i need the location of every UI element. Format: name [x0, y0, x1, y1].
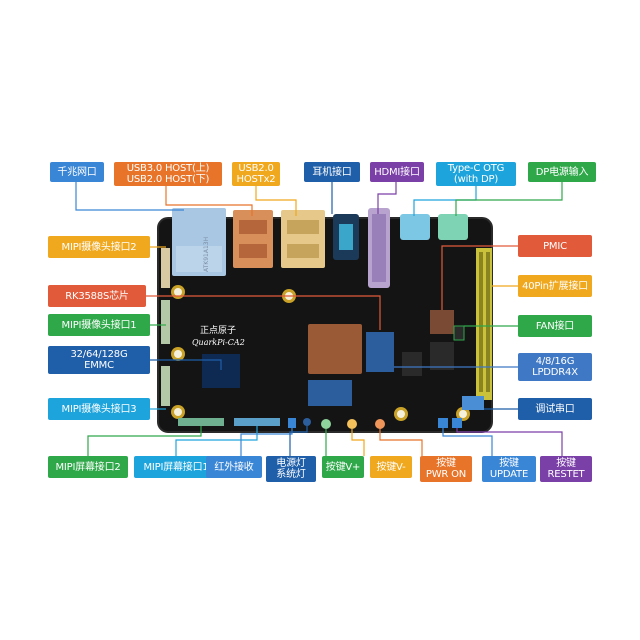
label-lpddr4x: 4/8/16G LPDDR4X [518, 353, 592, 381]
eth-marking: ATK91A13H [203, 237, 210, 272]
dc-power-port [438, 214, 468, 240]
board-model: QuarkPi-CA2 [192, 338, 245, 347]
board-brand: 正点原子 [200, 325, 236, 336]
leader-lines [75, 182, 563, 456]
camera-connector-3 [161, 366, 170, 406]
btn-vminus [347, 419, 357, 429]
fan-connector [453, 325, 465, 341]
label-pmic: PMIC [518, 235, 592, 257]
label-mipi-lcd-1: MIPI屏幕接口1 [134, 456, 218, 478]
lpddr-chip-1 [366, 332, 394, 372]
mounting-holes [171, 285, 470, 421]
label-key-vminus: 按键V- [370, 456, 412, 478]
label-earphone: 耳机接口 [304, 162, 360, 182]
lcd-connector-1 [234, 418, 280, 426]
emmc-chip [202, 354, 240, 388]
label-mipi-camera-3: MIPI摄像头接口3 [48, 398, 150, 420]
lpddr-chip-2 [308, 380, 352, 406]
pmic-chip [430, 310, 454, 334]
label-key-vplus: 按键V+ [322, 456, 364, 478]
camera-connector-2 [161, 248, 170, 288]
rk3588s-soc [308, 324, 362, 374]
label-typec-otg: Type-C OTG (with DP) [436, 162, 516, 186]
ir-receiver [288, 418, 296, 428]
lcd-connector-2 [178, 418, 224, 426]
btn-pwr [375, 419, 385, 429]
label-emmc: 32/64/128G EMMC [48, 346, 150, 374]
typec-port [400, 214, 430, 240]
btn-update [438, 418, 448, 428]
led-pair [303, 418, 311, 426]
usb2-port [281, 210, 325, 268]
label-key-update: 按键 UPDATE [482, 456, 536, 482]
label-key-reset: 按键 RESTET [540, 456, 592, 482]
label-usb2-host: USB2.0 HOSTx2 [232, 162, 280, 186]
btn-reset [452, 418, 462, 428]
label-mipi-lcd-2: MIPI屏幕接口2 [48, 456, 128, 478]
label-rk3588s: RK3588S芯片 [48, 285, 146, 307]
label-40pin-header: 40Pin扩展接口 [518, 275, 592, 297]
label-leds: 电源灯 系统灯 [266, 456, 316, 482]
usb3-port [233, 210, 273, 268]
debug-uart-connector [462, 396, 484, 410]
label-mipi-camera-2: MIPI摄像头接口2 [48, 236, 150, 258]
label-fan: FAN接口 [518, 315, 592, 337]
label-usb3-host: USB3.0 HOST(上) USB2.0 HOST(下) [114, 162, 222, 186]
label-hdmi: HDMI接口 [370, 162, 424, 182]
btn-vplus [321, 419, 331, 429]
label-ir-receiver: 红外接收 [206, 456, 262, 478]
label-gigabit-ethernet: 千兆网口 [50, 162, 104, 182]
label-key-pwr-on: 按键 PWR ON [420, 456, 472, 482]
camera-connector-1 [161, 300, 170, 344]
label-dc-power-input: DP电源输入 [528, 162, 596, 182]
label-mipi-camera-1: MIPI摄像头接口1 [48, 314, 150, 336]
label-debug-uart: 调试串口 [518, 398, 592, 420]
